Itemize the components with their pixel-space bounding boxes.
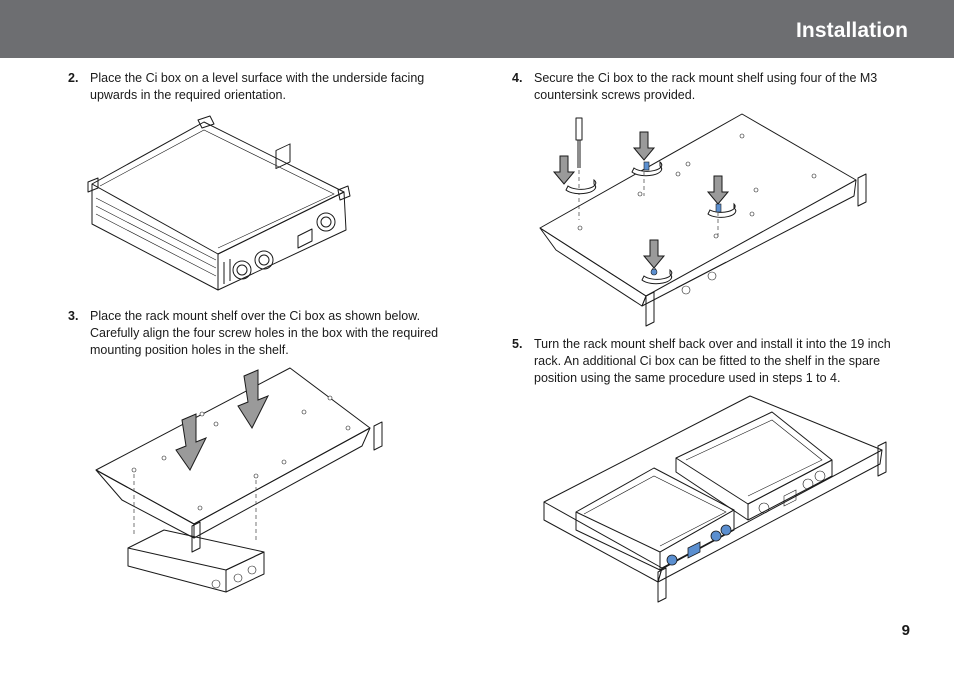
step-text: Place the Ci box on a level surface with… — [90, 71, 425, 102]
step-number: 2. — [68, 71, 79, 85]
step-text: Turn the rack mount shelf back over and … — [534, 337, 891, 385]
step-text: Secure the Ci box to the rack mount shel… — [534, 71, 878, 102]
page-header: Installation — [0, 0, 954, 58]
step-number: 5. — [512, 337, 523, 351]
step-number: 4. — [512, 71, 523, 85]
figure-ci-box — [84, 112, 356, 300]
step-text: Place the rack mount shelf over the Ci b… — [90, 309, 439, 357]
figure-installed-rack — [536, 392, 892, 608]
figure-secure-screws — [536, 110, 870, 328]
step-number: 3. — [68, 309, 79, 323]
page-number: 9 — [901, 622, 910, 639]
page-title: Installation — [795, 19, 908, 42]
figure-shelf-over-box — [92, 366, 392, 606]
